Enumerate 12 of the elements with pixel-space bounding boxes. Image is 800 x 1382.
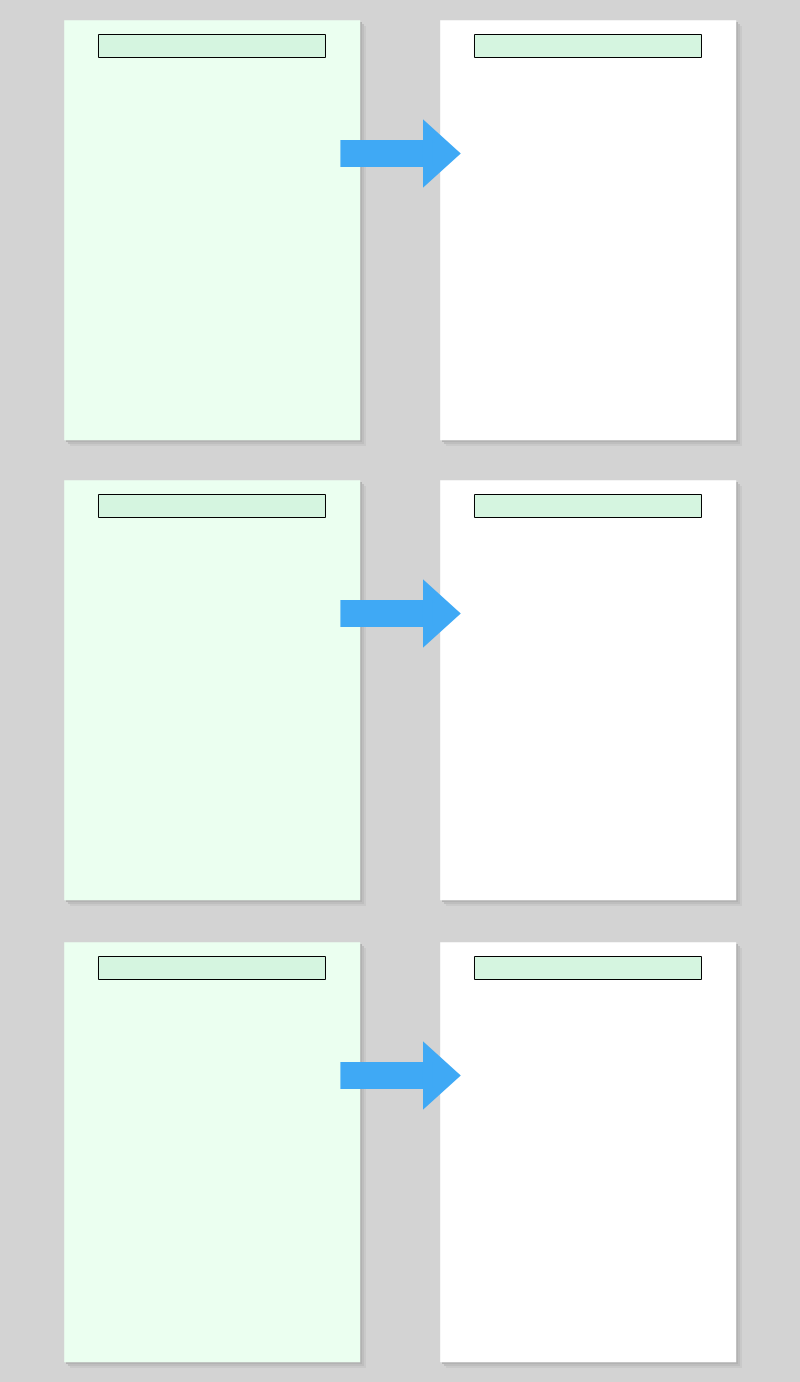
page-sheet [440,20,742,446]
page-sheet [440,942,742,1368]
header-bar [98,34,326,58]
header-bar [98,956,326,980]
header-bar [474,34,702,58]
page-sheet [64,20,366,446]
page-sheet [64,480,366,906]
header-bar [474,494,702,518]
header-bar [474,956,702,980]
page-sheet [440,480,742,906]
page-sheet [64,942,366,1368]
header-bar [98,494,326,518]
